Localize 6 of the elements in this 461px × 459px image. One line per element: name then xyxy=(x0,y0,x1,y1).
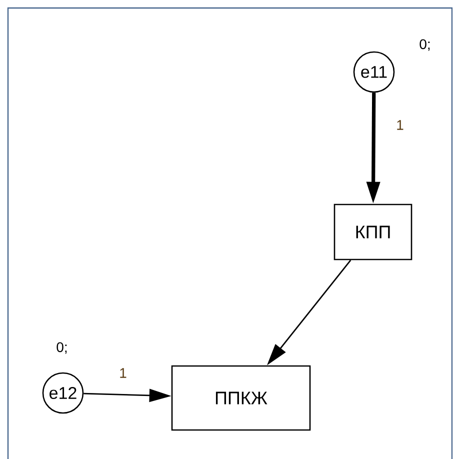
edge-label: 1 xyxy=(397,120,404,130)
variable-box: КПП xyxy=(334,204,412,260)
variance-label: 0; xyxy=(420,39,430,51)
variance-label: 0; xyxy=(56,342,67,354)
edge-label: 1 xyxy=(120,368,126,378)
variable-box: ППКЖ xyxy=(171,365,311,431)
